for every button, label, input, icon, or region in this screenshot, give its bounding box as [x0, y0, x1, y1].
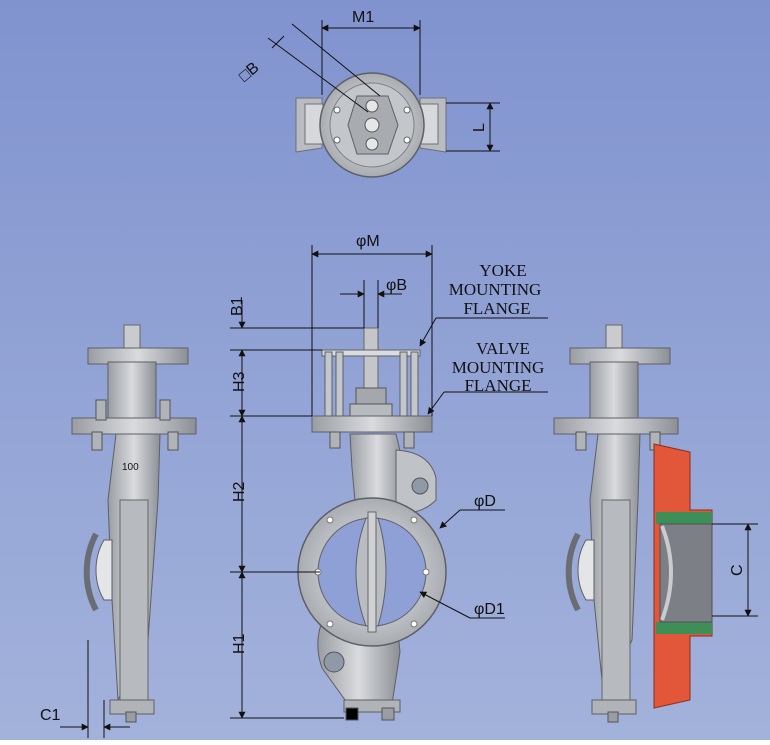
svg-text:FLANGE: FLANGE — [463, 299, 530, 318]
dim-c1: C1 — [40, 707, 61, 724]
svg-text:FLANGE: FLANGE — [464, 376, 531, 395]
dim-h1: H1 — [231, 633, 248, 654]
svg-text:YOKE: YOKE — [479, 261, 526, 280]
right-section-view — [553, 324, 713, 723]
dim-l: L — [471, 123, 488, 132]
dim-m1: M1 — [352, 9, 374, 26]
valve-flange-caption: VALVE MOUNTING FLANGE — [452, 339, 545, 395]
c-dimension — [712, 523, 758, 617]
dim-phi-m: φM — [356, 233, 380, 250]
top-view — [295, 72, 447, 178]
dim-b1: B1 — [229, 296, 246, 316]
dim-h3: H3 — [231, 371, 248, 392]
dim-h2: H2 — [231, 481, 248, 502]
body-mark: 100 — [122, 462, 139, 473]
svg-text:VALVE: VALVE — [476, 339, 530, 358]
left-side-view: 100 — [71, 324, 197, 723]
c1-dimension — [60, 640, 130, 738]
center-view — [297, 327, 447, 721]
dim-phi-d1: φD1 — [474, 601, 505, 618]
dim-c: C — [729, 564, 746, 576]
yoke-flange-caption: YOKE MOUNTING FLANGE — [449, 261, 542, 318]
dim-phi-b: φB — [386, 277, 407, 294]
svg-text:MOUNTING: MOUNTING — [452, 358, 545, 377]
top-dimensions — [267, 20, 500, 152]
center-dimensions — [230, 245, 548, 719]
svg-text:MOUNTING: MOUNTING — [449, 280, 542, 299]
dim-phi-d: φD — [474, 493, 496, 510]
